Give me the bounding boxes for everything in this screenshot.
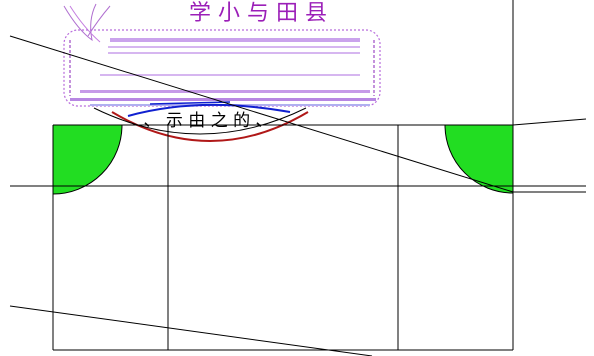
green-fill-right bbox=[445, 125, 513, 193]
frame-lines bbox=[52, 0, 514, 351]
diagonal-line-bottom bbox=[9, 305, 373, 356]
stamp-top-text: 学 小 与 田 县 bbox=[189, 1, 327, 26]
diagonal-line-top bbox=[9, 35, 514, 193]
stamp-arc-text: 、 示 由 之 的 、 bbox=[143, 111, 272, 131]
stamp-graphic: 学 小 与 田 县 、 示 由 之 的 、 bbox=[63, 1, 381, 131]
green-fill-left bbox=[53, 125, 122, 194]
